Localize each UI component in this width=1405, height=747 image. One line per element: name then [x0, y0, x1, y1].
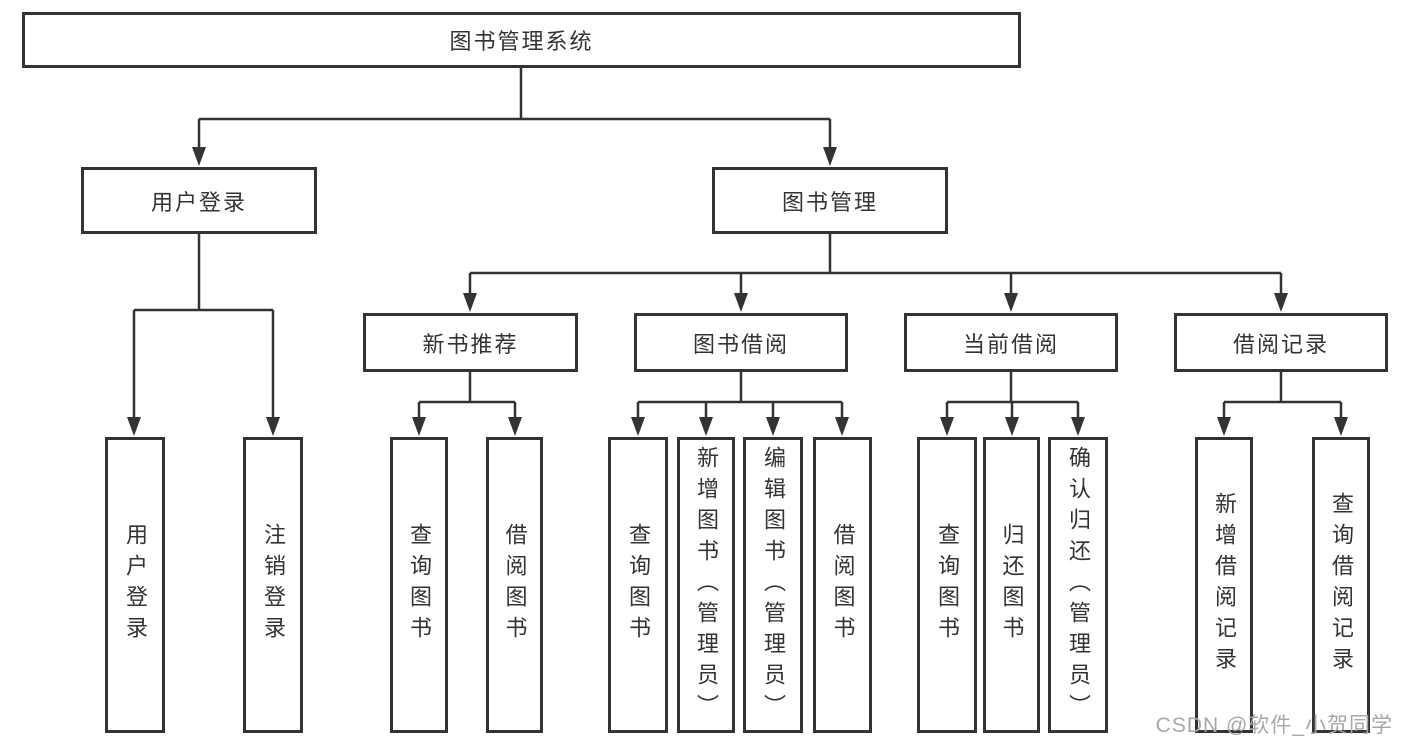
connector-new-book-children — [417, 372, 517, 420]
leaf-user-login: 用户登录 — [105, 437, 165, 733]
leaf-borrow-add-admin: 新增图书（管理员） — [677, 437, 735, 733]
arrow-down-icon — [463, 293, 477, 312]
leaf-logout: 注销登录 — [243, 437, 303, 733]
node-book-management: 图书管理 — [712, 167, 948, 234]
leaf-new-book-borrow: 借阅图书 — [486, 437, 543, 733]
arrow-down-icon — [835, 417, 849, 436]
node-user-login-label: 用户登录 — [150, 189, 247, 215]
leaf-current-query: 查询图书 — [917, 437, 977, 733]
node-borrowing-records: 借阅记录 — [1174, 313, 1388, 372]
arrow-down-icon — [734, 293, 748, 312]
leaf-current-confirm-admin: 确认归还（管理员） — [1048, 437, 1108, 733]
arrow-down-icon — [192, 147, 206, 166]
arrow-down-icon — [766, 417, 780, 436]
arrow-down-icon — [1217, 417, 1231, 436]
connector-book-borrow-children — [636, 372, 844, 420]
arrow-down-icon — [1071, 417, 1085, 436]
arrow-down-icon — [508, 417, 522, 436]
leaf-new-book-query-label: 查询图书 — [407, 523, 432, 647]
node-book-borrowing: 图书借阅 — [634, 313, 848, 372]
leaf-borrow-query: 查询图书 — [608, 437, 668, 733]
arrowheads — [127, 147, 1348, 436]
node-book-borrowing-label: 图书借阅 — [692, 331, 789, 357]
arrow-down-icon — [127, 417, 141, 436]
node-root-label: 图书管理系统 — [449, 29, 594, 54]
leaf-borrow-borrow: 借阅图书 — [813, 437, 872, 733]
arrow-down-icon — [1004, 293, 1018, 312]
leaf-borrow-borrow-label: 借阅图书 — [830, 523, 856, 647]
connector-borrow-records-children — [1222, 372, 1343, 420]
leaf-borrow-query-label: 查询图书 — [626, 523, 651, 647]
connector-user-login-children — [132, 234, 275, 420]
csdn-watermark: CSDN @软件_小贺同学 — [1155, 714, 1393, 737]
arrow-down-icon — [1005, 417, 1019, 436]
leaf-current-return: 归还图书 — [983, 437, 1040, 733]
arrow-down-icon — [699, 417, 713, 436]
arrow-down-icon — [1334, 417, 1348, 436]
leaf-current-return-label: 归还图书 — [999, 523, 1025, 647]
arrow-down-icon — [631, 417, 645, 436]
leaf-records-query-label: 查询借阅记录 — [1329, 492, 1354, 678]
arrow-down-icon — [412, 417, 426, 436]
node-new-book-recommend: 新书推荐 — [363, 313, 578, 372]
leaf-records-add: 新增借阅记录 — [1195, 437, 1253, 733]
node-current-borrowing: 当前借阅 — [904, 313, 1118, 372]
leaf-new-book-borrow-label: 借阅图书 — [502, 523, 528, 647]
node-book-management-label: 图书管理 — [781, 189, 878, 215]
node-root: 图书管理系统 — [22, 12, 1021, 68]
connector-current-borrow-children — [945, 372, 1080, 420]
leaf-logout-label: 注销登录 — [261, 523, 286, 647]
leaf-borrow-edit-admin: 编辑图书（管理员） — [743, 437, 803, 733]
leaf-user-login-label: 用户登录 — [123, 523, 148, 647]
node-new-book-recommend-label: 新书推荐 — [422, 331, 519, 357]
arrow-down-icon — [823, 147, 837, 166]
arrow-down-icon — [940, 417, 954, 436]
leaf-records-query: 查询借阅记录 — [1312, 437, 1370, 733]
connector-book-management-children — [468, 234, 1283, 296]
leaf-current-query-label: 查询图书 — [935, 523, 960, 647]
node-current-borrowing-label: 当前借阅 — [962, 331, 1059, 357]
arrow-down-icon — [1274, 293, 1288, 312]
node-borrowing-records-label: 借阅记录 — [1232, 331, 1329, 357]
leaf-borrow-add-admin-label: 新增图书（管理员） — [694, 445, 719, 725]
leaf-records-add-label: 新增借阅记录 — [1212, 492, 1237, 678]
leaf-borrow-edit-admin-label: 编辑图书（管理员） — [761, 445, 786, 725]
connector-root-to-level2 — [197, 68, 832, 150]
leaf-new-book-query: 查询图书 — [390, 437, 448, 733]
node-user-login: 用户登录 — [81, 167, 317, 234]
leaf-current-confirm-admin-label: 确认归还（管理员） — [1066, 445, 1091, 725]
arrow-down-icon — [266, 417, 280, 436]
